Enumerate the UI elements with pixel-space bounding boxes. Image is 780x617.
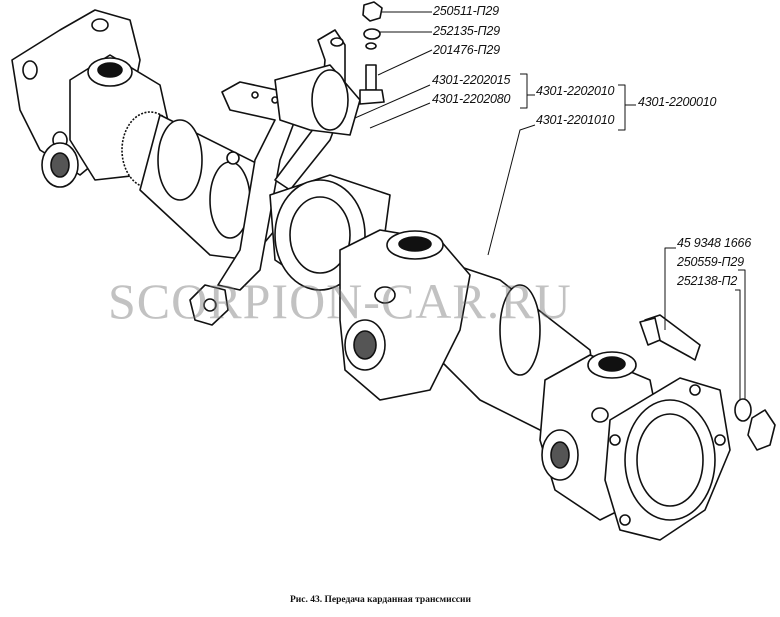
- leader-lines: [354, 11, 746, 400]
- label-assembly-2201010: 4301-2201010: [536, 113, 615, 127]
- label-part-2202080: 4301-2202080: [432, 92, 511, 106]
- top-fasteners: [359, 1, 385, 105]
- rear-flange: [604, 377, 731, 541]
- label-nut-top: 250511-П29: [433, 4, 499, 18]
- label-washer-flange: 252138-П2: [677, 274, 738, 288]
- flange-fasteners: [639, 314, 776, 451]
- middle-universal-joint: [339, 229, 471, 401]
- figure-caption: Рис. 43. Передача карданная трансмиссии: [290, 595, 471, 605]
- label-assembly-2200010: 4301-2200010: [638, 95, 717, 109]
- label-assembly-2202010: 4301-2202010: [536, 84, 615, 98]
- label-bolt-flange: 45 9348 1666: [677, 236, 752, 250]
- label-nut-flange: 250559-П29: [677, 255, 744, 269]
- watermark: SCORPION-CAR.RU: [108, 273, 572, 329]
- label-bolt-top: 201476-П29: [433, 43, 500, 57]
- bracket-bolt: [189, 284, 229, 326]
- center-bearing: [226, 64, 391, 291]
- label-part-2202015: 4301-2202015: [432, 73, 511, 87]
- label-washer-top: 252135-П29: [433, 24, 500, 38]
